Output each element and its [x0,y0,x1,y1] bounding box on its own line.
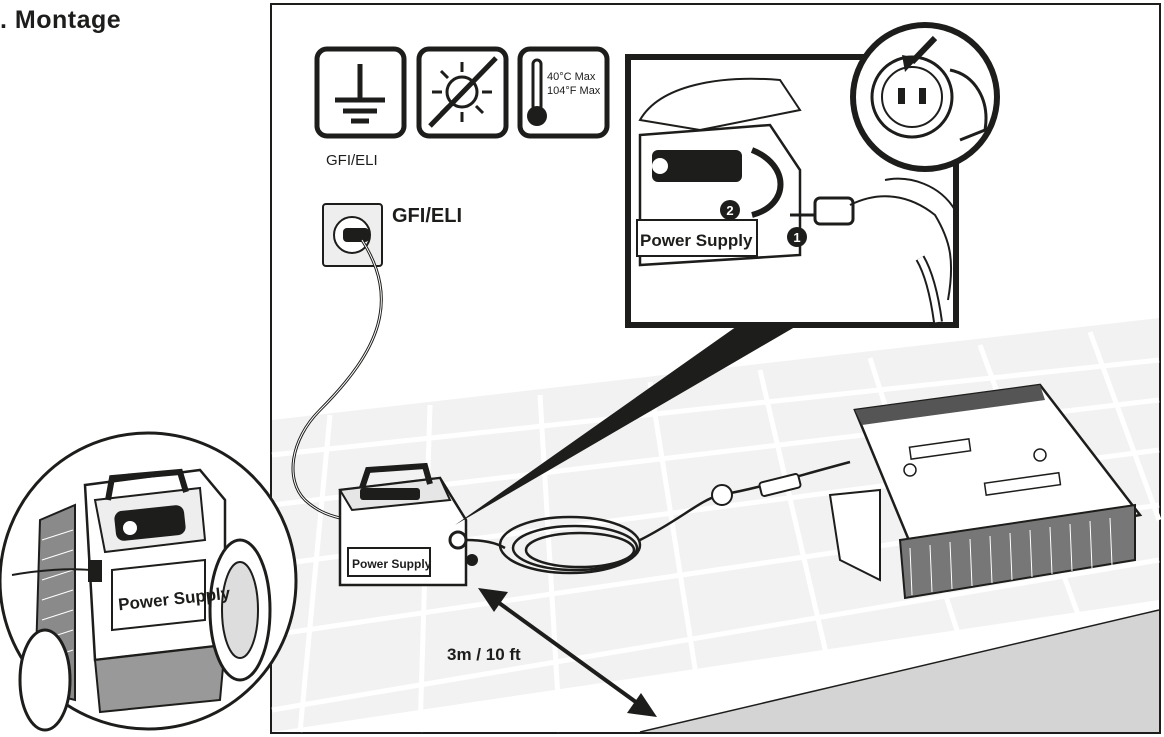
inset-callout-pointer [455,324,800,525]
ground-icon-label: GFI/ELI [326,152,378,169]
outlet-label: GFI/ELI [392,205,462,227]
wall-outlet [322,203,383,267]
step-1-marker [787,227,807,247]
connection-detail-inset [625,54,959,328]
step-1-number: 1 [793,230,800,245]
plug-detail-magnifier [850,22,1000,172]
power-supply-label-inset: Power Supply [640,231,753,250]
section-title: . Montage [0,6,122,34]
distance-arrow [478,588,657,717]
temperature-icon [517,46,610,139]
power-supply-label: Power Supply [352,557,432,571]
temperature-max-celsius: 40°C Max [547,71,596,83]
step-2-number: 2 [726,203,733,218]
step-2-marker [720,200,740,220]
cable-float [711,484,733,506]
pool-cleaner-robot [828,383,1143,600]
no-sunlight-icon [416,46,509,139]
distance-label: 3m / 10 ft [447,645,521,664]
ground-icon [314,46,407,139]
cable-swivel [758,473,802,497]
temperature-max-fahrenheit: 104°F Max [547,85,601,97]
power-supply-detail-magnifier [0,431,298,732]
